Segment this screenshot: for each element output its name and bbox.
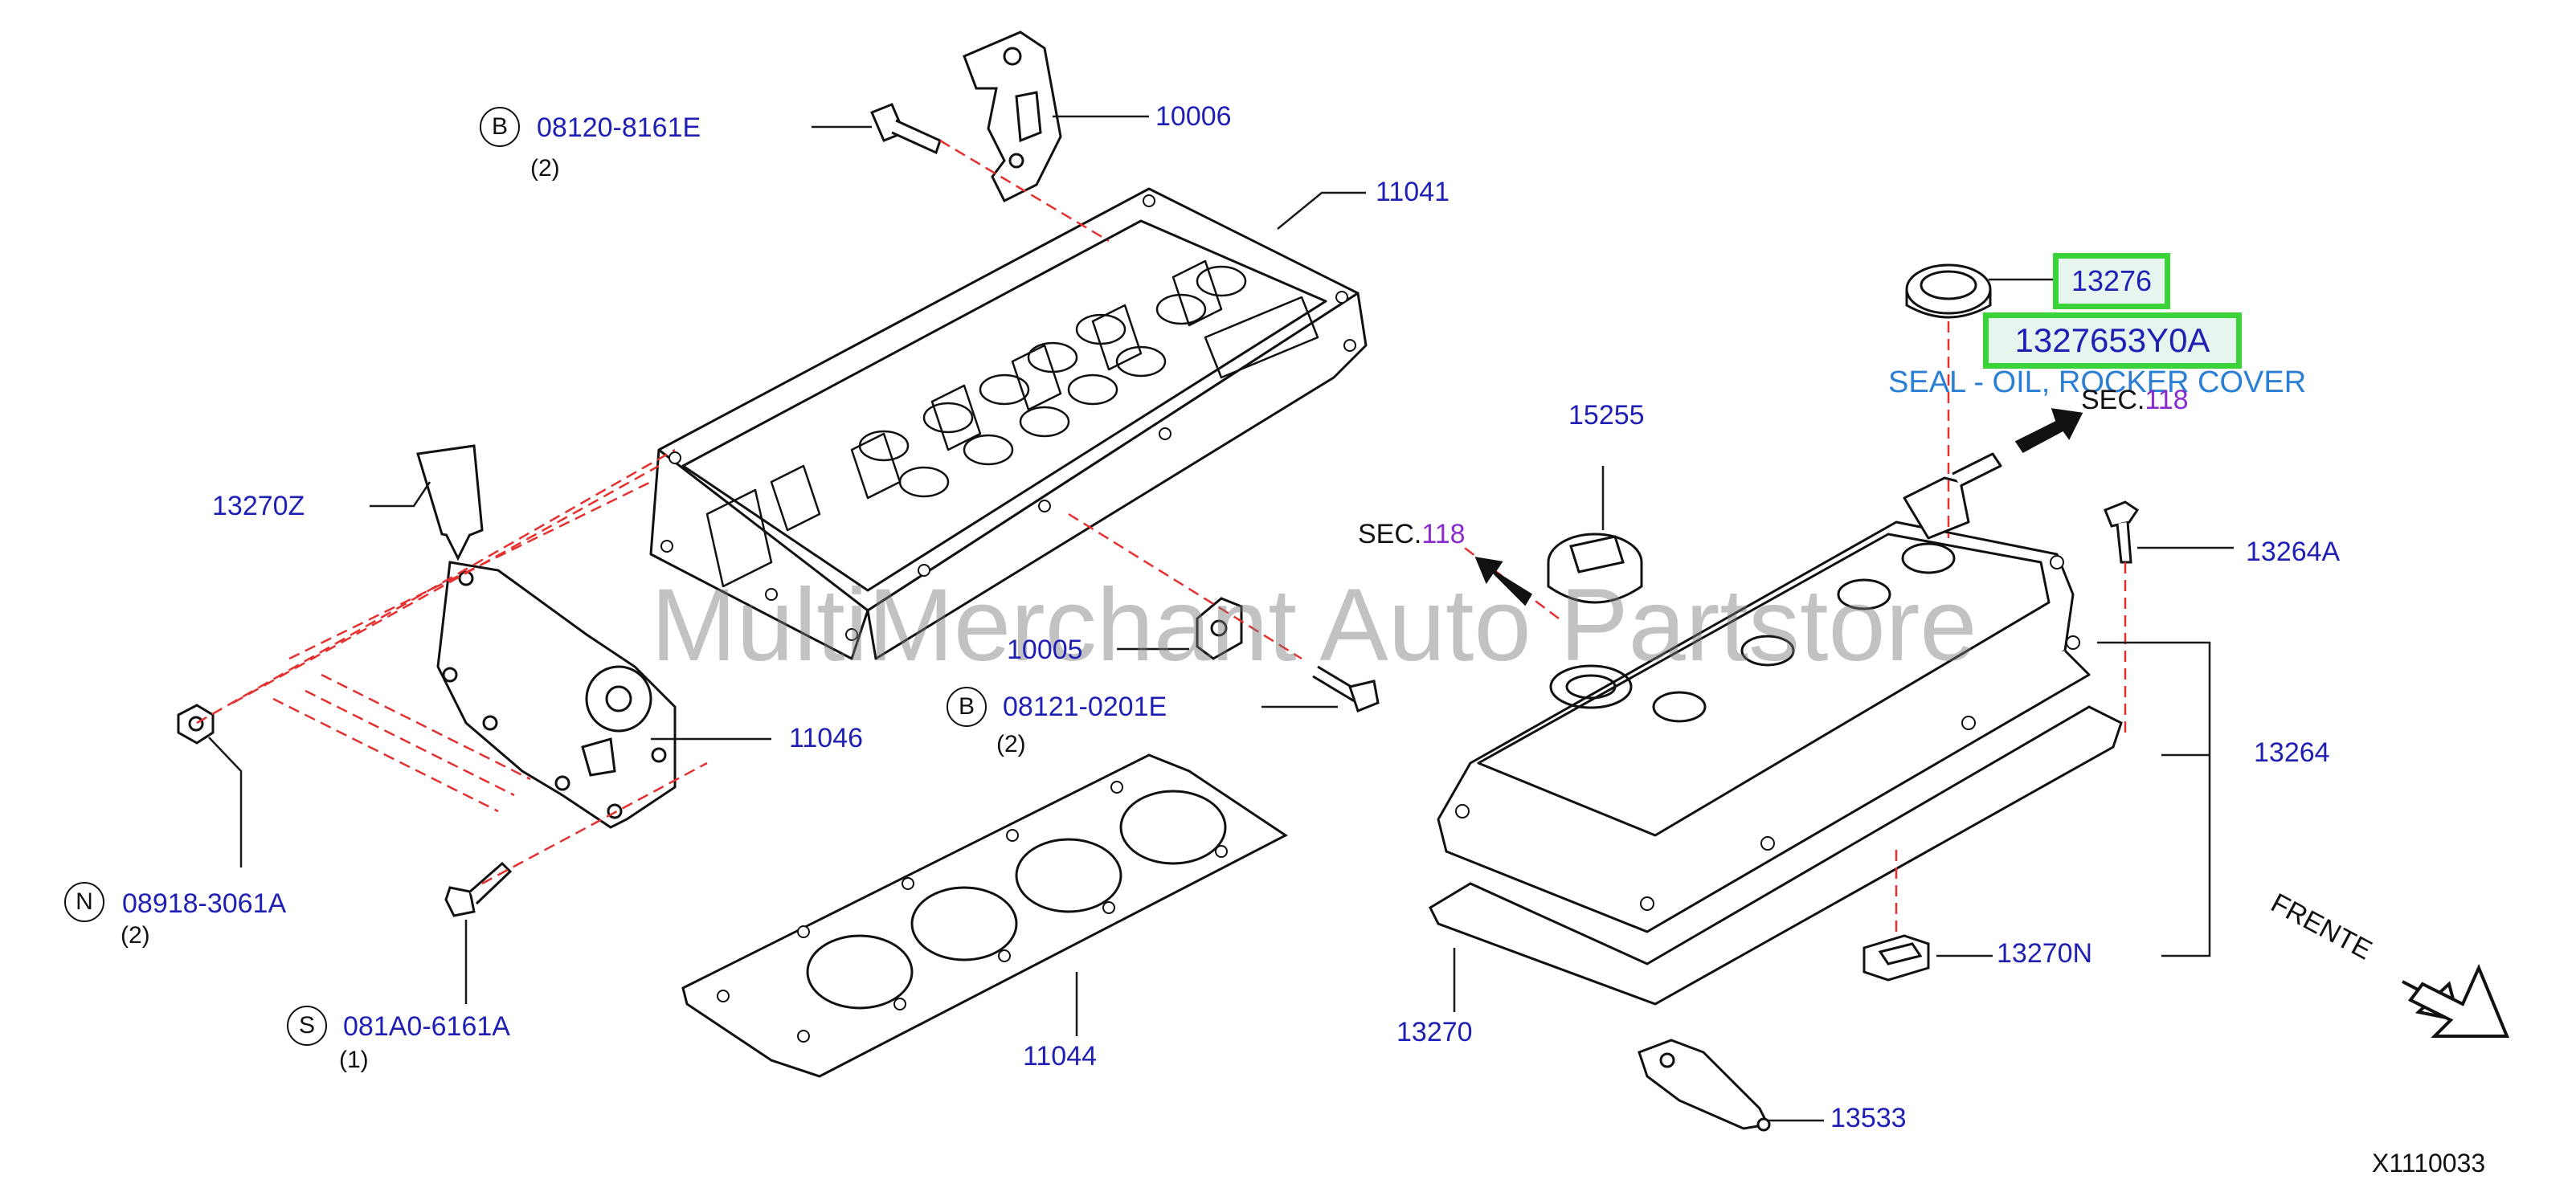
label-10005[interactable]: 10005 [1007, 635, 1083, 665]
nut-n-drawing [177, 704, 215, 745]
symbol-b1: B [480, 107, 520, 147]
label-08120-8161E[interactable]: 08120-8161E [537, 112, 701, 143]
bracket-13533-drawing [1638, 1039, 1771, 1132]
label-11046[interactable]: 11046 [789, 723, 864, 753]
sec-ref-left[interactable]: SEC.118 [1358, 520, 1466, 548]
front-direction-arrow [2402, 963, 2509, 1038]
symbol-n: N [64, 882, 104, 922]
label-13276-highlighted[interactable]: 13276 [2053, 253, 2170, 309]
qty-081A0-6161A: (1) [339, 1047, 369, 1073]
label-13533[interactable]: 13533 [1830, 1103, 1907, 1133]
watermark-text: MultiMerchant Auto Partstore [651, 568, 1977, 683]
dash-leaders [196, 139, 2127, 932]
label-13270[interactable]: 13270 [1396, 1017, 1473, 1047]
bolt-b2-drawing [1312, 665, 1380, 712]
qty-08121-0201E: (2) [996, 731, 1026, 757]
plate-10005-drawing [1196, 597, 1243, 660]
sec-ref-right-prefix: SEC. [2081, 385, 2145, 415]
rocker-cover-drawing [1437, 452, 2091, 933]
qty-08918-3061A: (2) [121, 922, 150, 949]
label-13270N[interactable]: 13270N [1997, 938, 2093, 969]
sec-arrow-right [2014, 408, 2083, 453]
diagram-code: X1110033 [2372, 1149, 2486, 1178]
label-13270Z[interactable]: 13270Z [212, 491, 305, 521]
bolt-13264A-drawing [2104, 500, 2140, 564]
qty-08120-8161E: (2) [530, 155, 560, 182]
label-1327653Y0A-highlighted[interactable]: 1327653Y0A [1983, 312, 2242, 369]
oil-seal-13276-drawing [1905, 263, 1992, 319]
label-081A0-6161A[interactable]: 081A0-6161A [343, 1011, 510, 1042]
sec-ref-right[interactable]: SEC.118 [2081, 386, 2189, 414]
bolt-s-drawing [444, 861, 513, 917]
symbol-b2: B [947, 687, 987, 727]
bracket-10006-drawing [963, 31, 1062, 203]
sec-ref-left-number: 118 [1421, 519, 1466, 549]
label-10006[interactable]: 10006 [1155, 101, 1232, 132]
cylinder-head-drawing [649, 187, 1368, 660]
sec-ref-left-prefix: SEC. [1358, 519, 1422, 549]
bolt-b1-drawing [870, 103, 942, 155]
part-description: SEAL - OIL, ROCKER COVER [1888, 365, 2307, 399]
label-11041[interactable]: 11041 [1376, 177, 1450, 207]
label-15255[interactable]: 15255 [1568, 400, 1645, 431]
grommet-13270N-drawing [1862, 934, 1930, 982]
oil-cap-15255-drawing [1547, 533, 1643, 604]
sec-arrow-left [1474, 557, 1533, 606]
label-11044[interactable]: 11044 [1023, 1041, 1098, 1072]
label-08121-0201E[interactable]: 08121-0201E [1003, 692, 1167, 722]
label-13264A[interactable]: 13264A [2246, 537, 2341, 567]
label-08918-3061A[interactable]: 08918-3061A [122, 888, 287, 919]
front-cover-11046-drawing [436, 561, 677, 829]
rocker-gasket-13270-drawing [1429, 705, 2123, 1006]
symbol-s: S [287, 1006, 327, 1046]
head-gasket-11044-drawing [681, 753, 1288, 1078]
label-13264[interactable]: 13264 [2254, 737, 2330, 768]
sec-ref-right-number: 118 [2145, 385, 2189, 415]
label-leaders [208, 115, 2234, 1122]
sealant-tube-13270Z-drawing [416, 444, 484, 561]
